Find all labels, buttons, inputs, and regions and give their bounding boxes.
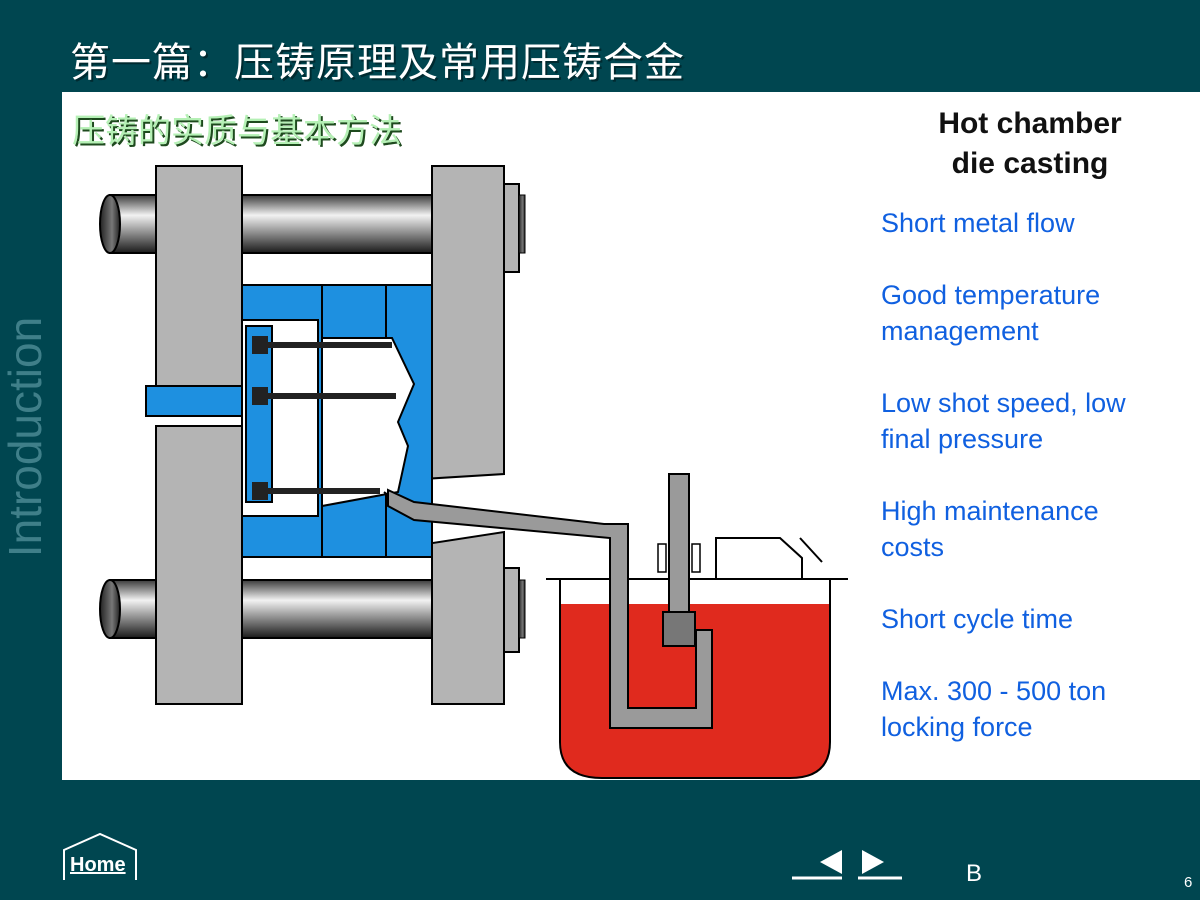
slide-title: 第一篇：压铸原理及常用压铸合金 (70, 40, 685, 86)
plunger (657, 473, 701, 647)
feature-text: locking force (881, 712, 1033, 742)
triangle-left-icon (792, 850, 842, 880)
ejector-rod (145, 385, 247, 417)
page-number: 6 (1184, 874, 1193, 891)
feature-item: Max. 300 - 500 ton locking force (881, 673, 1191, 745)
feature-text: Low shot speed, low (881, 388, 1126, 418)
section-side-label: Introduction (0, 316, 51, 558)
feature-text: management (881, 316, 1039, 346)
slide-subtitle: 压铸的实质与基本方法 (72, 111, 402, 150)
hot-chamber-diagram (99, 165, 848, 779)
next-slide-button[interactable] (856, 846, 904, 882)
feature-item: High maintenance costs (881, 493, 1191, 565)
feature-item: Short cycle time (881, 601, 1191, 637)
feature-text: Max. 300 - 500 ton (881, 676, 1107, 706)
feature-text: Short metal flow (881, 208, 1075, 238)
feature-item: Good temperature management (881, 277, 1191, 349)
feature-item: Short metal flow (881, 205, 1191, 241)
info-heading-line1: Hot chamber (938, 107, 1122, 140)
triangle-right-icon (858, 850, 902, 880)
feature-text: costs (881, 532, 945, 562)
feature-text: Good temperature (881, 280, 1101, 310)
house-outline-icon (63, 832, 137, 880)
home-label: Home (70, 854, 126, 876)
feature-text: final pressure (881, 424, 1044, 454)
info-heading-line2: die casting (951, 147, 1109, 180)
ejector-pins (245, 325, 396, 503)
home-button[interactable]: Home (60, 832, 144, 882)
feature-list: Short metal flow Good temperature manage… (881, 205, 1191, 781)
feature-text: Short cycle time (881, 604, 1074, 634)
feature-item: Low shot speed, low final pressure (881, 385, 1191, 457)
previous-slide-button[interactable] (792, 846, 846, 882)
info-heading: Hot chamber die casting (880, 104, 1180, 184)
moving-platen (155, 165, 243, 705)
section-letter: B (966, 860, 983, 887)
feature-text: High maintenance (881, 496, 1099, 526)
